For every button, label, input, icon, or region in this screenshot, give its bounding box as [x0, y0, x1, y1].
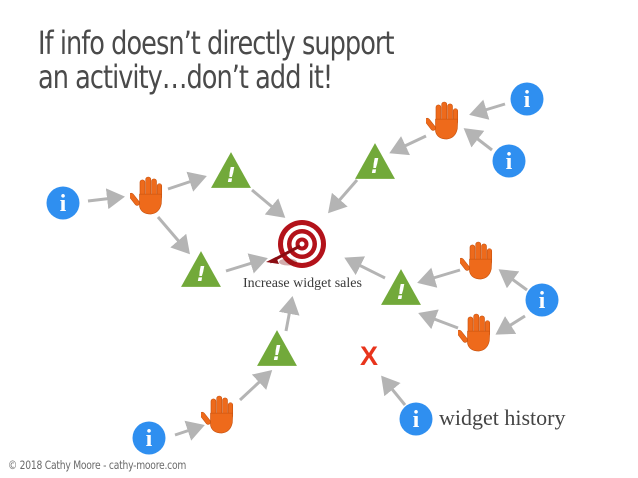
- arrow-info-to-hand: [498, 269, 528, 292]
- info-icon: i: [510, 82, 544, 116]
- svg-text:!: !: [196, 262, 205, 286]
- svg-text:i: i: [506, 149, 513, 175]
- arrow-hand-to-warning: [418, 309, 459, 330]
- arrow-warning-to-goal: [278, 296, 300, 332]
- warning-icon: !: [257, 330, 297, 366]
- arrow-hand-to-warning: [238, 369, 273, 402]
- svg-text:i: i: [539, 288, 546, 314]
- arrow-hand-to-warning: [156, 216, 190, 255]
- warning-icon: !: [355, 143, 395, 179]
- title-line-2: an activity…don’t add it!: [38, 58, 333, 96]
- arrow-warning-to-goal: [251, 188, 286, 218]
- arrow-info-to-hand: [469, 99, 506, 120]
- svg-text:!: !: [370, 154, 379, 178]
- page-title: If info doesn’t directly support an acti…: [38, 24, 395, 96]
- arrow-warning-to-goal: [328, 179, 359, 214]
- connector-arrows: [87, 99, 528, 441]
- target-icon: [266, 220, 326, 268]
- svg-text:i: i: [60, 191, 67, 217]
- info-icon: i: [399, 402, 433, 436]
- arrow-hand-to-warning: [417, 267, 461, 288]
- svg-text:i: i: [413, 407, 420, 433]
- svg-text:i: i: [146, 426, 153, 452]
- hand-icon: [201, 395, 234, 434]
- svg-text:!: !: [396, 280, 405, 304]
- unsupported-info-label: widget history: [439, 405, 566, 430]
- hand-icon: [458, 313, 491, 352]
- info-icon: i: [525, 283, 559, 317]
- hand-icon: [460, 241, 493, 280]
- info-icon: i: [46, 186, 80, 220]
- arrow-hand-to-warning: [389, 134, 427, 156]
- info-icon: i: [492, 144, 526, 178]
- warning-icon: !: [181, 251, 221, 287]
- arrow-warning-to-goal: [344, 256, 386, 280]
- title-line-1: If info doesn’t directly support: [38, 24, 395, 62]
- arrow-hand-to-warning: [167, 171, 207, 192]
- warning-icon: !: [211, 152, 251, 188]
- arrow-info-to-hand: [87, 188, 125, 210]
- info-icon: i: [132, 421, 166, 455]
- goal-label: Increase widget sales: [243, 276, 362, 291]
- hand-icon: [426, 101, 459, 140]
- arrow-warning-to-goal: [225, 253, 268, 274]
- svg-text:!: !: [272, 341, 281, 365]
- arrow-info-to-hand: [495, 314, 526, 335]
- hand-icon: [130, 176, 163, 215]
- reject-mark: X: [360, 341, 378, 371]
- arrow-info-to-reject: [381, 375, 407, 406]
- warning-icon: !: [381, 269, 421, 305]
- svg-text:i: i: [524, 87, 531, 113]
- arrow-info-to-hand: [463, 128, 493, 152]
- copyright-credit: © 2018 Cathy Moore - cathy-moore.com: [8, 458, 187, 472]
- svg-text:!: !: [226, 163, 235, 187]
- arrow-info-to-hand: [174, 420, 205, 441]
